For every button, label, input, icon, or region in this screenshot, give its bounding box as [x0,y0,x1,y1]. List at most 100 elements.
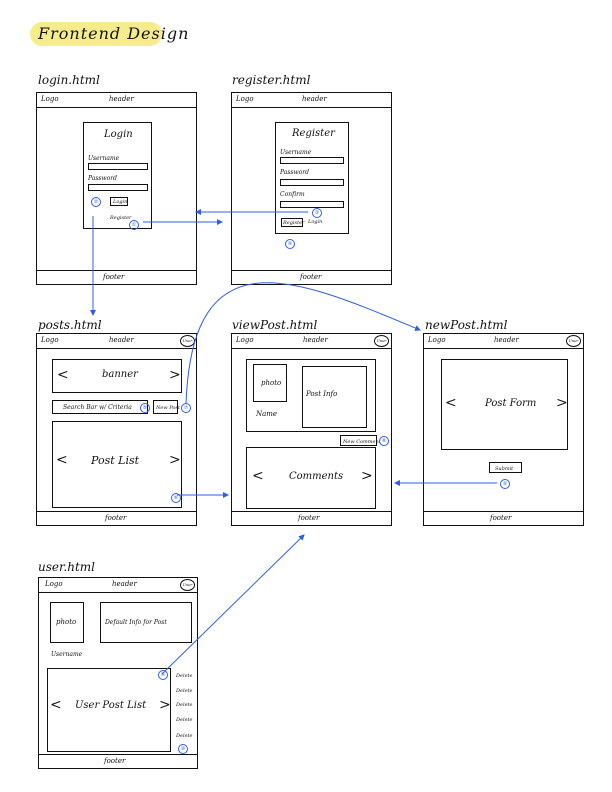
post-form[interactable]: < Post Form > [441,359,568,450]
default-info-panel: Default Info for Post [100,602,192,643]
login-heading: Login [104,129,133,140]
username-field[interactable] [280,157,344,164]
logo: Logo [41,336,59,344]
login-link[interactable]: Login [308,219,323,225]
user-icon[interactable]: User [566,335,581,347]
list-prev-icon[interactable]: < [56,452,68,468]
form-next-icon[interactable]: > [556,395,568,411]
footer-bar: footer [37,511,196,525]
user-post-list[interactable]: < User Post List > [47,668,171,752]
diagram-title: Frontend Design [38,24,190,43]
arrow-user-to-viewpost [161,534,305,675]
marker-10: ⑩ [178,744,188,754]
header-bar: Logo header [37,93,196,108]
header-label: header [494,336,519,344]
delete-button[interactable]: Delete [176,733,193,739]
password-field[interactable] [280,179,344,186]
logo: Logo [45,580,63,588]
login-page: Logo header Login Username Password Logi… [36,92,197,285]
username-label: Username [51,651,83,658]
register-heading: Register [292,128,335,139]
confirm-field[interactable] [280,201,344,208]
posts-caption: posts.html [38,318,102,332]
marker-2: ② [91,197,101,207]
register-caption: register.html [232,73,311,87]
newpost-caption: newPost.html [425,318,508,332]
header-bar: Logo header User [39,578,197,593]
password-field[interactable] [88,184,148,191]
arrow-newpost-curve [185,282,421,405]
delete-button[interactable]: Delete [176,717,193,723]
password-label: Password [280,169,309,176]
footer-bar: footer [232,270,391,284]
list-next-icon[interactable]: > [169,452,181,468]
header-label: header [303,336,328,344]
header-label: header [112,580,137,588]
login-button[interactable]: Login [110,197,128,206]
header-label: header [109,95,134,103]
delete-button[interactable]: Delete [176,702,193,708]
post-list[interactable]: < Post List > [52,421,182,508]
login-caption: login.html [38,73,100,87]
header-label: header [302,95,327,103]
user-photo: photo [50,602,84,643]
post-form-label: Post Form [485,398,537,409]
username-field[interactable] [88,163,148,170]
marker-4: ④ [285,239,295,249]
banner-label: banner [102,369,138,380]
user-icon[interactable]: User [374,335,389,347]
marker-6: ⑥ [171,493,181,503]
register-button[interactable]: Register [281,218,305,227]
header-bar: Logo header User [424,334,583,349]
marker-8: ⑧ [379,436,389,446]
viewpost-page: Logo header User photo Name Post Info Ne… [231,333,392,526]
password-label: Password [88,175,117,182]
comments-list[interactable]: < Comments > [246,447,376,509]
marker-3: ③ [312,208,322,218]
marker-9: ⑨ [500,479,510,489]
author-name: Name [256,410,278,418]
user-post-list-label: User Post List [75,700,147,711]
posts-page: Logo header User < banner > Search Bar w… [36,333,197,526]
comments-next-icon[interactable]: > [361,468,373,484]
title-highlight [30,22,162,46]
register-page: Logo header Register Username Password C… [231,92,392,285]
submit-button[interactable]: Submit [489,462,522,473]
new-post-button[interactable]: New Post [153,400,180,414]
delete-button[interactable]: Delete [176,688,193,694]
user-icon[interactable]: User [180,579,195,591]
logo: Logo [428,336,446,344]
header-label: header [109,336,134,344]
username-label: Username [280,149,312,156]
confirm-label: Confirm [280,191,305,198]
banner-carousel[interactable]: < banner > [52,359,182,393]
user-list-prev-icon[interactable]: < [50,697,62,713]
banner-prev-icon[interactable]: < [57,367,69,383]
comments-label: Comments [289,471,344,482]
logo: Logo [41,95,59,103]
header-bar: Logo header User [232,334,391,349]
post-detail-panel: photo Name Post Info [246,359,376,432]
login-card: Login Username Password Login Register [83,122,152,229]
author-photo: photo [253,364,287,402]
footer-bar: footer [424,511,583,525]
user-list-next-icon[interactable]: > [159,697,171,713]
new-comment-button[interactable]: New Comment [340,435,381,446]
register-link[interactable]: Register [110,215,132,221]
logo: Logo [236,95,254,103]
delete-button[interactable]: Delete [176,673,193,679]
form-prev-icon[interactable]: < [445,395,457,411]
post-info: Post Info [302,366,367,428]
user-page: Logo header User photo Default Info for … [38,577,198,769]
comments-prev-icon[interactable]: < [252,468,264,484]
footer-bar: footer [232,511,391,525]
viewpost-caption: viewPost.html [232,318,318,332]
register-card: Register Username Password Confirm Regis… [275,122,349,234]
username-label: Username [88,155,120,162]
banner-next-icon[interactable]: > [169,367,181,383]
marker-1: ① [129,220,139,230]
post-list-label: Post List [91,454,140,467]
marker-6-user: ⑥ [158,670,168,680]
footer-bar: footer [37,270,196,284]
